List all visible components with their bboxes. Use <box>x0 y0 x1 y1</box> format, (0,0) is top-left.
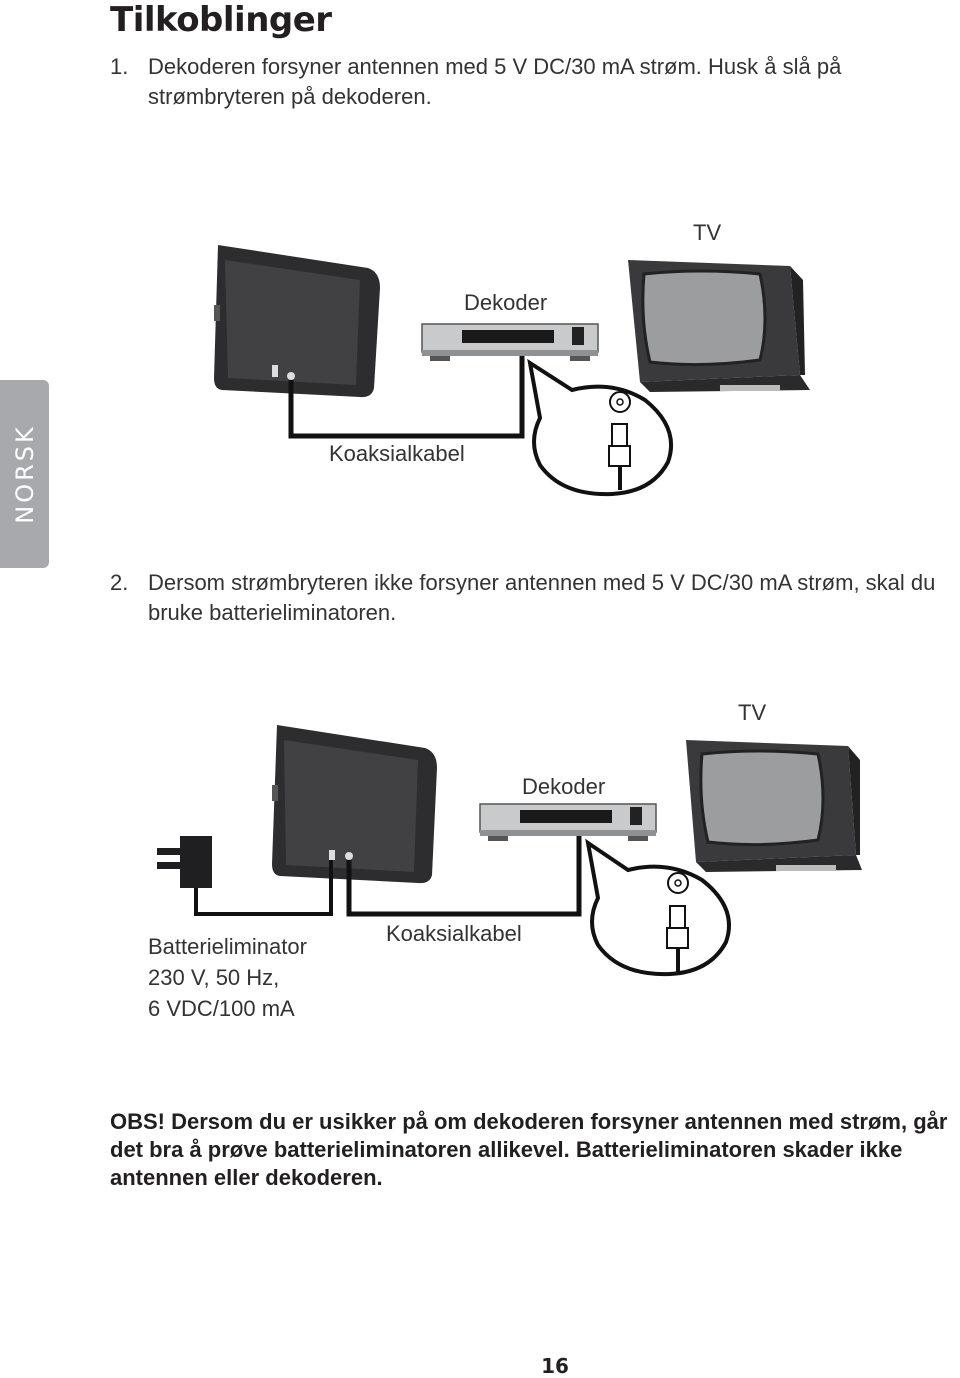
tv-label: TV <box>738 700 767 725</box>
note-paragraph: OBS! Dersom du er usikker på om dekodere… <box>110 1109 948 1190</box>
antenna-icon <box>272 725 437 884</box>
connection-diagram-1: TV Dekoder Koaksialkabel <box>0 200 960 500</box>
power-cord-line <box>194 860 333 916</box>
step-text: Dekoderen forsyner antennen med 5 V DC/3… <box>148 54 842 109</box>
tv-icon <box>686 740 862 872</box>
coax-cable-label: Koaksialkabel <box>329 441 465 466</box>
decoder-icon <box>421 323 599 361</box>
coax-cable-label: Koaksialkabel <box>386 921 522 946</box>
eliminator-line: 230 V, 50 Hz, <box>148 965 280 990</box>
connector-callout <box>527 358 674 497</box>
language-side-tab: NORSK <box>0 380 49 568</box>
battery-eliminator-label: Batterieliminator 230 V, 50 Hz, 6 VDC/10… <box>148 931 348 1024</box>
tv-label: TV <box>693 220 722 245</box>
step-number: 1. <box>110 54 129 79</box>
antenna-icon <box>214 245 380 398</box>
step-text: Dersom strømbryteren ikke forsyner anten… <box>148 570 936 625</box>
step-1: 1. Dekoderen forsyner antennen med 5 V D… <box>110 52 960 112</box>
tv-icon <box>628 260 810 392</box>
step-number: 2. <box>110 570 129 595</box>
connector-callout <box>585 838 731 977</box>
decoder-label: Dekoder <box>464 290 548 315</box>
step-2: 2. Dersom strømbryteren ikke forsyner an… <box>110 568 960 628</box>
power-adapter-icon <box>157 836 212 888</box>
page-number: 16 <box>541 1354 569 1378</box>
coax-cable-line <box>346 830 582 917</box>
connection-diagram-2: TV Dekoder Koaksialkabel Batterieliminat… <box>0 680 960 1030</box>
page-title: Tilkoblinger <box>110 0 332 40</box>
eliminator-line: Batterieliminator <box>148 934 307 959</box>
coax-cable-line <box>288 335 525 439</box>
decoder-label: Dekoder <box>522 774 606 799</box>
decoder-icon <box>479 803 657 841</box>
eliminator-line: 6 VDC/100 mA <box>148 996 295 1021</box>
